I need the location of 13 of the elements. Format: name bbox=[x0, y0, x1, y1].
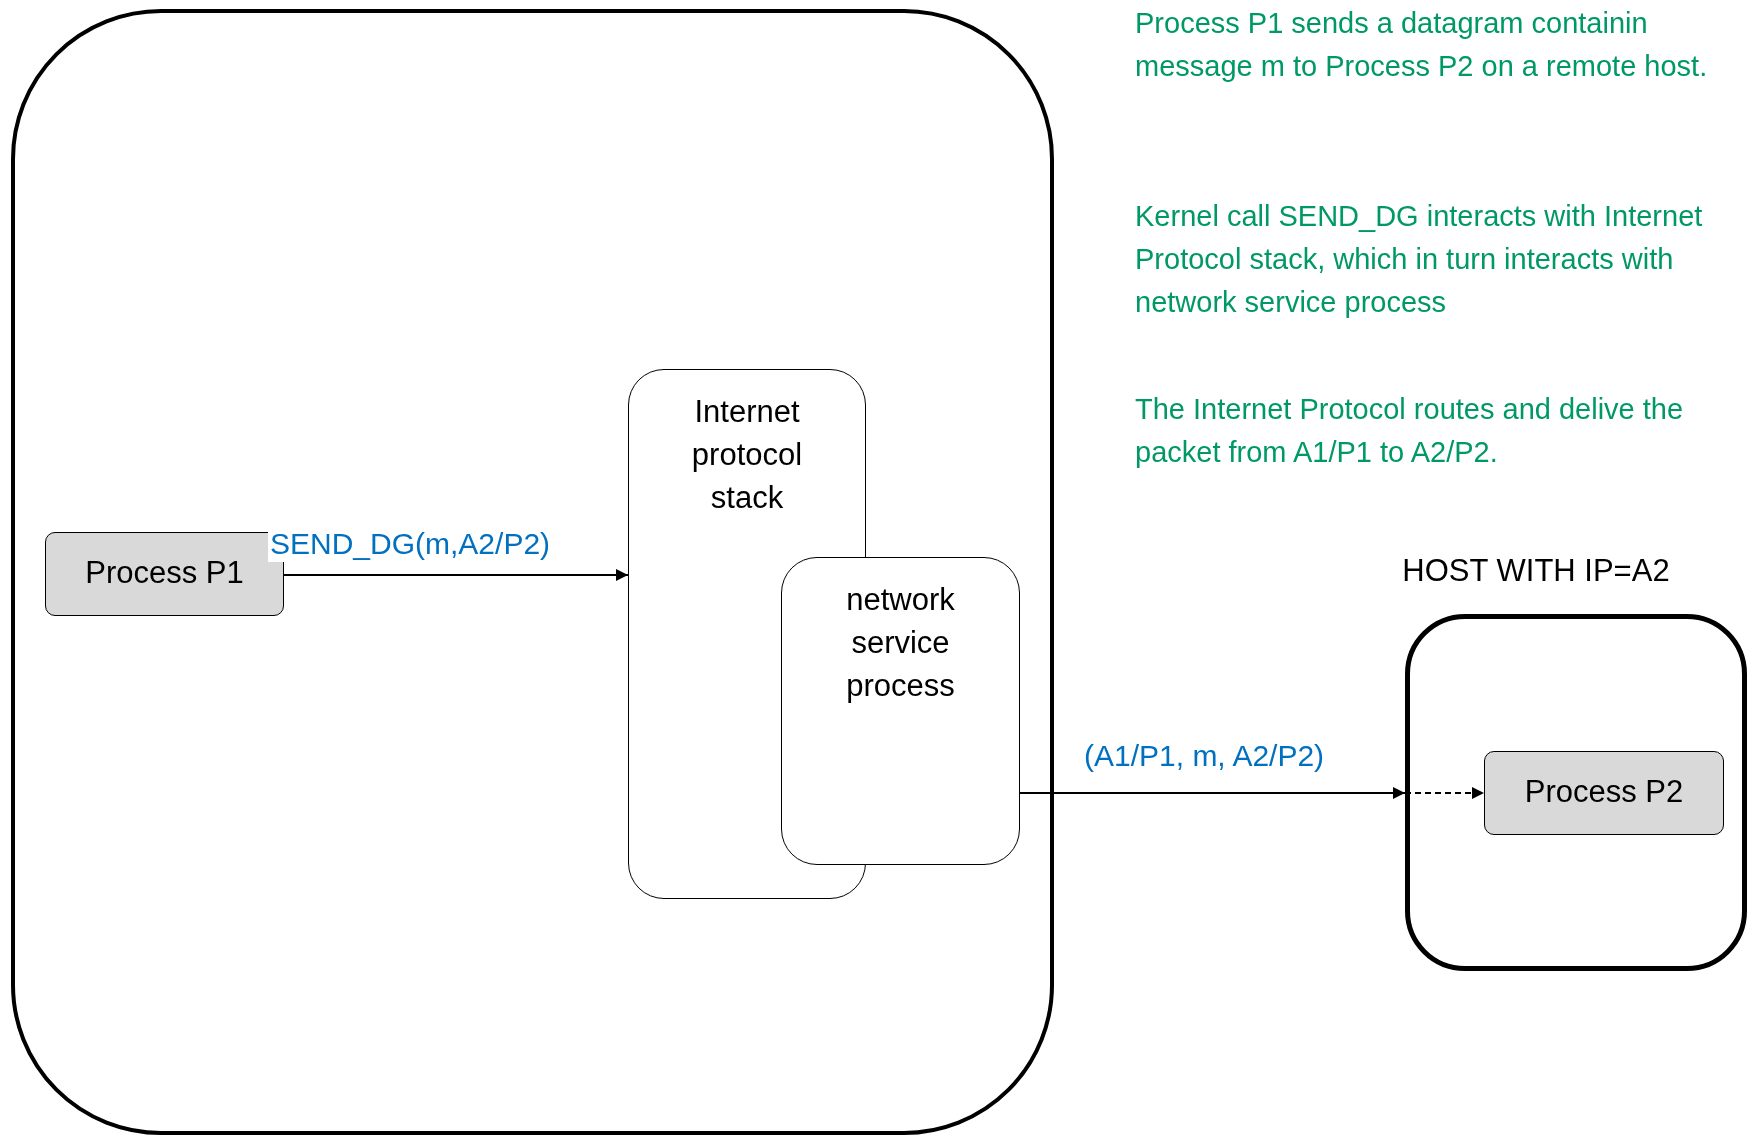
process-box bbox=[781, 557, 1020, 865]
note-text: The Internet Protocol routes and delive the packet from A1/P1 to A2/P2. bbox=[1135, 392, 1685, 470]
host-heading: HOST WITH IP=A2 bbox=[1401, 552, 1671, 590]
arrow bbox=[283, 569, 629, 581]
node-label: Process P2 bbox=[1523, 773, 1685, 811]
note-text: Process P1 sends a datagram containin message m to Process P2 on a remote host. bbox=[1135, 6, 1709, 84]
node-label: network service process bbox=[845, 581, 956, 705]
arrow bbox=[1019, 787, 1406, 799]
host-frame bbox=[11, 9, 1054, 1135]
process-box bbox=[1484, 751, 1724, 835]
note-text: Kernel call SEND_DG interacts with Internet Protocol stack, which in turn interacts with network service process bbox=[1135, 199, 1704, 320]
node-label: Process P1 bbox=[84, 554, 245, 592]
node-label: Internet protocol stack bbox=[690, 393, 804, 517]
